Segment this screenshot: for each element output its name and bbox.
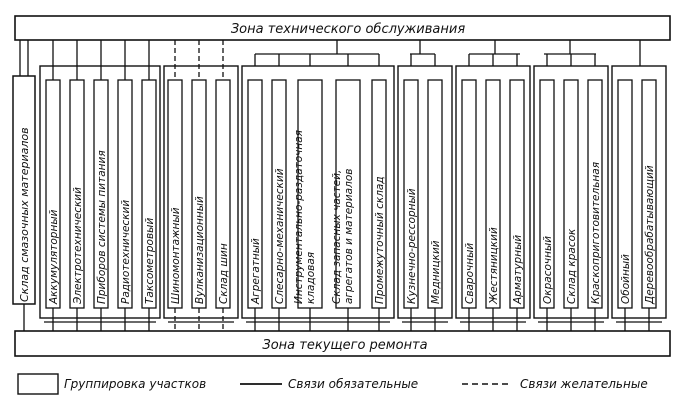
section-label: Склад запасных частей,агрегатов и матери… (331, 169, 355, 304)
section-box (403, 79, 419, 309)
section-box (485, 79, 501, 309)
section-box (641, 79, 657, 309)
section-box (167, 79, 183, 309)
bottom-zone-box (14, 330, 671, 357)
left-section-label: Склад смазочных материалов (18, 127, 31, 302)
legend: Группировка участков Связи обязательные … (17, 373, 648, 395)
connection-lines (19, 40, 662, 331)
section-group (163, 65, 239, 319)
section-group (455, 65, 531, 319)
section-label: Обойный (620, 254, 632, 304)
section-box (93, 79, 109, 309)
legend-mandatory-label: Связи обязательные (288, 377, 418, 391)
section-box (335, 79, 361, 309)
section-label: Склад красок (566, 228, 578, 304)
section-label: Окрасочный (542, 236, 554, 304)
section-box (427, 79, 443, 309)
section-box (539, 79, 555, 309)
bottom-zone-label: Зона текущего ремонта (262, 338, 427, 353)
section-box (587, 79, 603, 309)
section-box (45, 79, 61, 309)
section-group (611, 65, 667, 319)
section-box (509, 79, 525, 309)
section-box (247, 79, 263, 309)
legend-grouping-label: Группировка участков (64, 377, 206, 391)
section-box (461, 79, 477, 309)
section-label: Деревообрабатывающий (644, 165, 656, 305)
section-box (117, 79, 133, 309)
section-box (191, 79, 207, 309)
section-label: Радиотехнический (120, 200, 132, 304)
section-label: Краскоприготовительная (590, 162, 602, 304)
section-group (39, 65, 161, 319)
section-box (141, 79, 157, 309)
section-label: Электротехнический (72, 187, 84, 305)
section-box (617, 79, 633, 309)
section-box (271, 79, 287, 309)
top-zone-box (14, 15, 671, 41)
legend-grouping-swatch (17, 373, 59, 395)
section-label: Вулканизационный (194, 196, 206, 304)
section-group (241, 65, 395, 319)
section-groups (39, 65, 667, 319)
section-label: Склад шин (218, 243, 230, 304)
top-zone-label: Зона технического обслуживания (231, 22, 466, 37)
section-label: Агрегатный (250, 238, 262, 305)
sections: Аккумуляторный Электротехнический Приборов… (45, 79, 657, 309)
section-box (563, 79, 579, 309)
section-label: Приборов системы питания (96, 150, 108, 304)
section-label: Шиномонтажный (170, 207, 182, 304)
section-label: Промежуточный склад (374, 176, 386, 304)
section-label: Жестяницкий (488, 227, 500, 305)
section-label: Таксометровый (144, 218, 156, 304)
section-label: Инструментально-раздаточнаякладовая (293, 130, 317, 304)
left-section-box (12, 75, 36, 305)
section-label: Медницкий (430, 240, 442, 304)
section-box (297, 79, 323, 309)
section-box (69, 79, 85, 309)
section-box (371, 79, 387, 309)
section-box (215, 79, 231, 309)
section-label: Арматурный (512, 235, 524, 305)
legend-desirable-label: Связи желательные (520, 377, 648, 391)
section-group (397, 65, 453, 319)
section-label: Слесарно-механический (274, 168, 286, 304)
section-group (533, 65, 609, 319)
section-label: Сварочный (464, 243, 476, 304)
section-label: Аккумуляторный (48, 209, 60, 305)
section-label: Кузнечно-рессорный (406, 188, 418, 304)
